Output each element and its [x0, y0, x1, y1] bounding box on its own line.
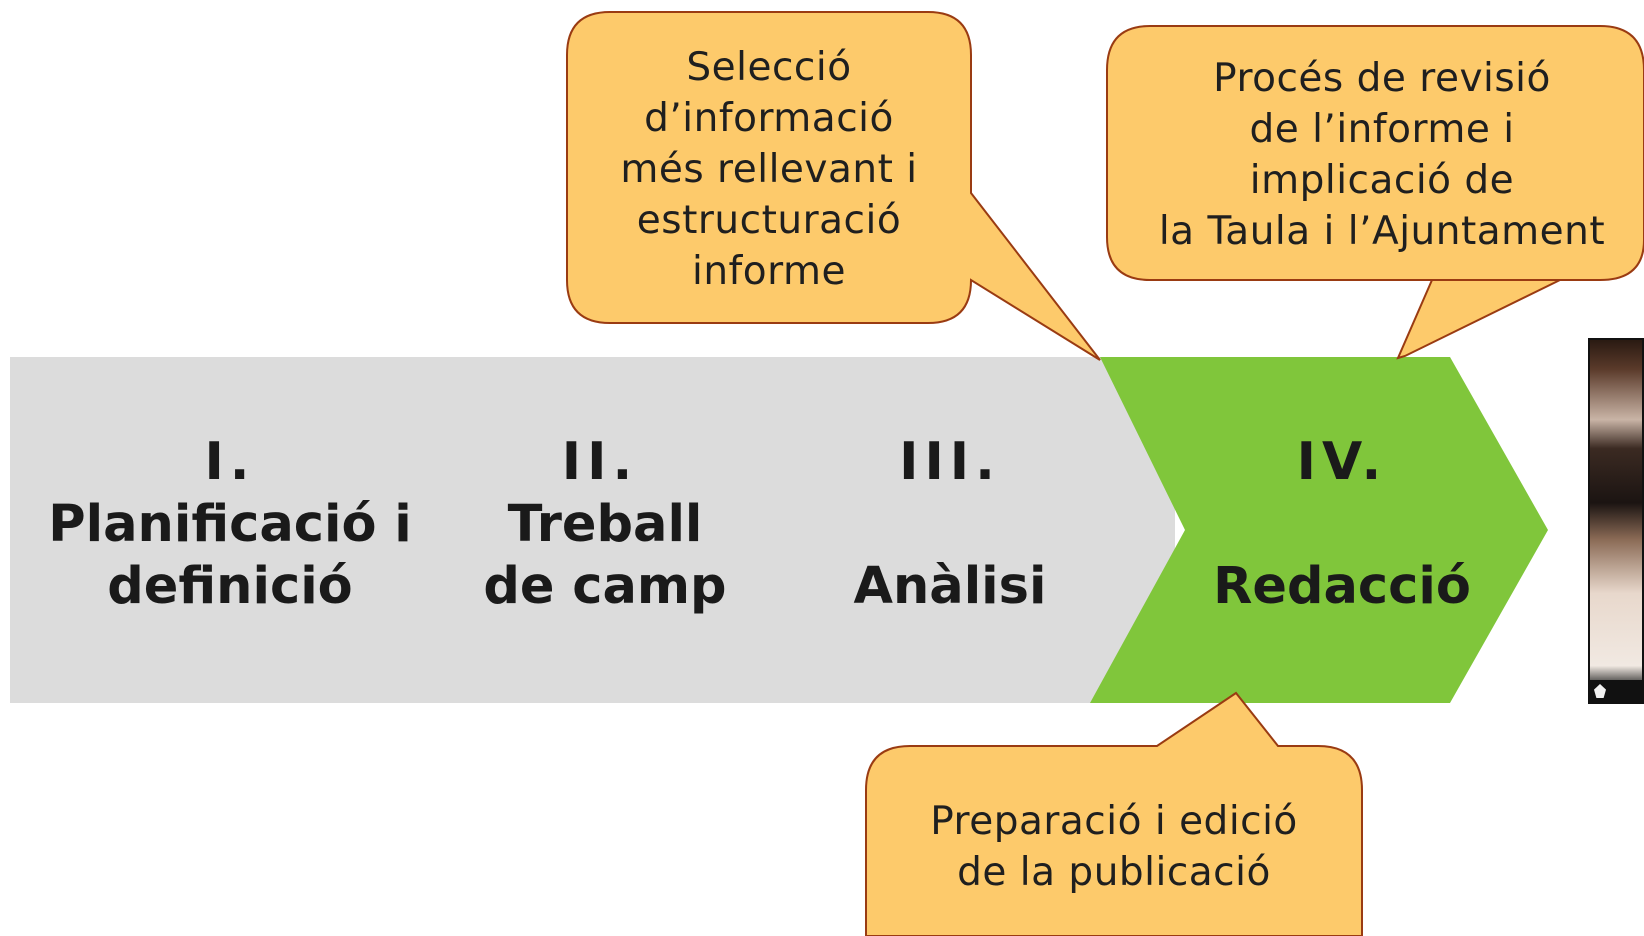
phase-iii-title-line: Anàlisi [853, 557, 1047, 616]
callout-review-line: la Taula i l’Ajuntament [1158, 209, 1606, 254]
callout-selection-line: d’informació [644, 96, 894, 141]
phase-ii-title-line: de camp [483, 557, 727, 616]
phase-i-numeral: I. [204, 432, 256, 492]
phase-iv-title-line: Redacció [1213, 557, 1471, 616]
callout-publication-text: Preparació i edició de la publicació [866, 796, 1362, 898]
phase-i-title-line: definició [107, 557, 353, 616]
phases-band [10, 357, 1175, 703]
phase-i-title-line: Planificació i [48, 495, 412, 554]
phase-iii-title: Anàlisi [830, 556, 1070, 618]
callout-selection-text: Selecció d’informació més rellevant i es… [567, 42, 971, 297]
phase-iv-numeral: IV. [1296, 432, 1388, 492]
cover-logo-icon [1594, 684, 1606, 698]
callout-review-line: implicació de [1249, 158, 1515, 203]
phase-iv-chevron [1090, 357, 1548, 703]
callout-selection-line: més rellevant i [620, 147, 918, 192]
callout-publication-line: de la publicació [957, 850, 1271, 895]
callout-selection-line: estructuració [636, 198, 902, 243]
callout-publication-bubble [865, 691, 1363, 936]
callout-review-line: de l’informe i [1249, 107, 1515, 152]
callout-selection-bubble [566, 11, 1101, 361]
report-cover-image [1588, 338, 1644, 704]
phase-i-title: Planificació i definició [20, 494, 440, 618]
callout-review-bubble [1106, 25, 1644, 360]
phase-ii-title: Treball de camp [460, 494, 750, 618]
phase-ii-title-line: Treball [507, 495, 703, 554]
phase-ii-numeral: II. [561, 432, 639, 492]
callout-publication-line: Preparació i edició [930, 799, 1298, 844]
callout-review-text: Procés de revisió de l’informe i implica… [1120, 53, 1644, 257]
callout-selection-line: Selecció [686, 45, 852, 90]
phase-iii-numeral: III. [899, 432, 1001, 492]
callout-review-line: Procés de revisió [1213, 56, 1551, 101]
phase-iv-title: Redacció [1182, 556, 1502, 618]
callout-selection-line: informe [692, 249, 846, 294]
